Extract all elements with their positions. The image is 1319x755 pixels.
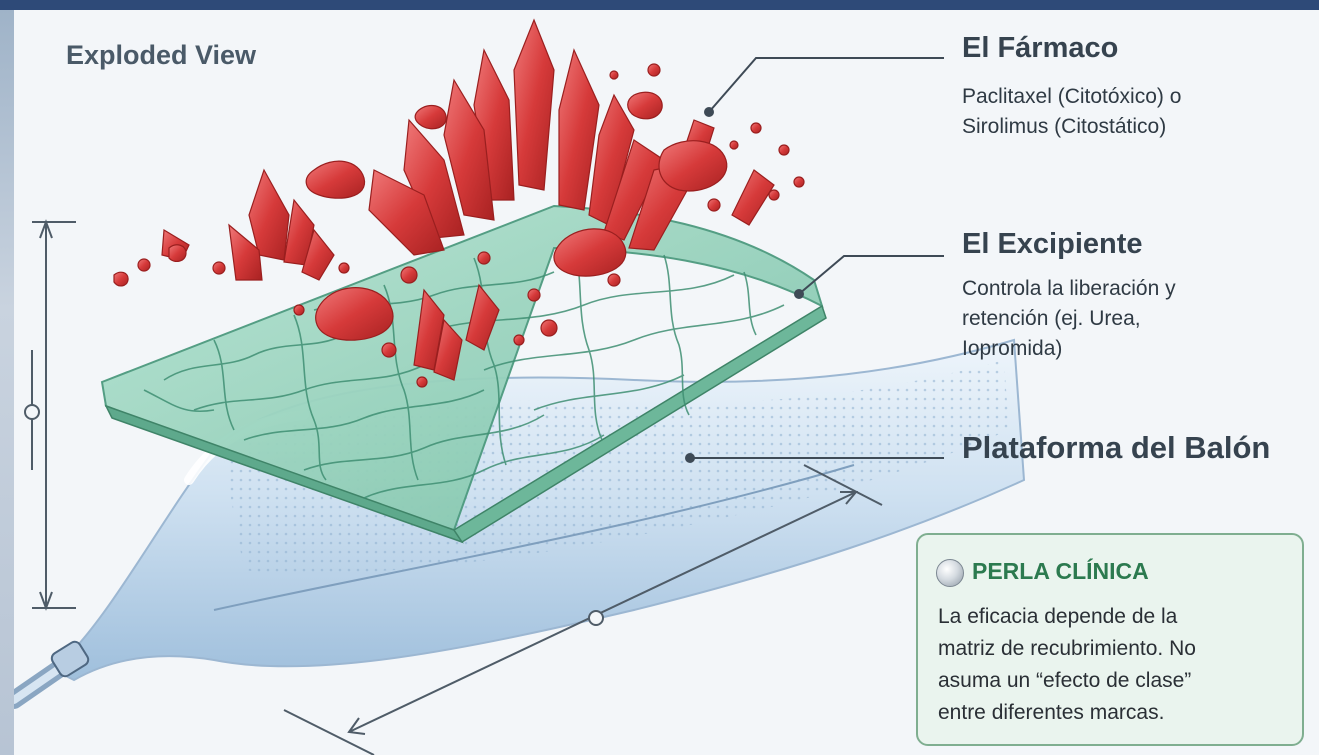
excipient-label-line2: retención (ej. Urea, (962, 304, 1141, 334)
platform-label-title: Plataforma del Balón (962, 430, 1270, 466)
pearl-icon (936, 559, 964, 587)
drug-label-line1: Paclitaxel (Citotóxico) o (962, 82, 1181, 112)
excipient-label-title: El Excipiente (962, 228, 1143, 261)
platform-pointer-dot (685, 453, 695, 463)
clinical-pearl-box: PERLA CLÍNICA La eficacia depende de la … (916, 533, 1304, 746)
clinical-pearl-title: PERLA CLÍNICA (972, 558, 1149, 585)
drug-label-line2: Sirolimus (Citostático) (962, 112, 1166, 142)
clinical-pearl-line: La eficacia depende de la (938, 605, 1177, 628)
clinical-pearl-line: entre diferentes marcas. (938, 701, 1164, 724)
clinical-pearl-text: La eficacia depende de la matriz de recu… (938, 601, 1294, 729)
excipient-label-line1: Controla la liberación y (962, 274, 1176, 304)
drug-pointer-dot (704, 107, 714, 117)
clinical-pearl-line: asuma un “efecto de clase” (938, 669, 1191, 692)
height-marker-icon (25, 405, 39, 419)
excipient-pointer-dot (794, 289, 804, 299)
length-marker-icon (589, 611, 603, 625)
catheter (14, 639, 90, 700)
clinical-pearl-line: matriz de recubrimiento. No (938, 637, 1196, 660)
diagram-title: Exploded View (66, 40, 256, 71)
excipient-label-line3: Iopromida) (962, 334, 1062, 364)
left-edge-panel (0, 10, 14, 755)
drug-label-title: El Fármaco (962, 32, 1118, 65)
diagram-canvas: Exploded View El Fármaco Paclitaxel (Cit… (14, 10, 1319, 755)
